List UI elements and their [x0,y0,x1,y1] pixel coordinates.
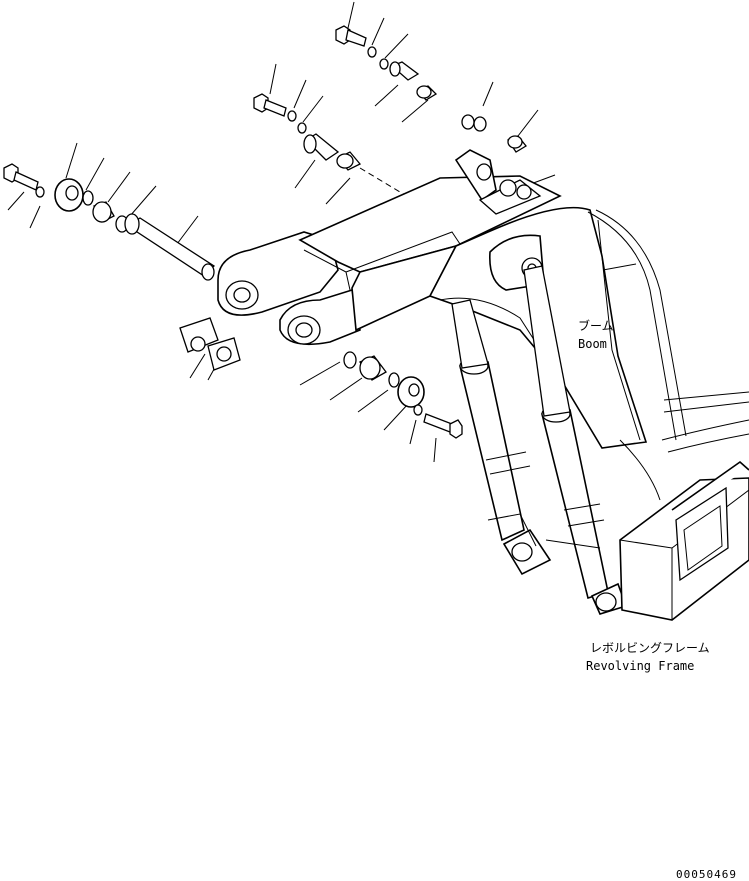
boom-label-jp: ブーム [578,318,614,333]
middle-bolt-group [253,93,437,221]
upper-bolt-group [335,25,438,101]
revolving-frame-label-en: Revolving Frame [586,659,694,673]
text-labels: ブーム Boom レボルビングフレーム Revolving Frame 0005… [578,318,737,881]
boom-label-en: Boom [578,337,607,351]
drawing-number: 00050469 [676,868,737,881]
boom-body [217,149,687,449]
hydraulic-cylinders [451,265,628,615]
lock-plates [179,317,241,371]
lower-bolt-group [343,351,463,439]
left-bolt-group [3,163,216,281]
upper-right-parts [461,114,527,153]
revolving-frame-label-jp: レボルビングフレーム [590,641,710,655]
revolving-frame [619,391,749,621]
